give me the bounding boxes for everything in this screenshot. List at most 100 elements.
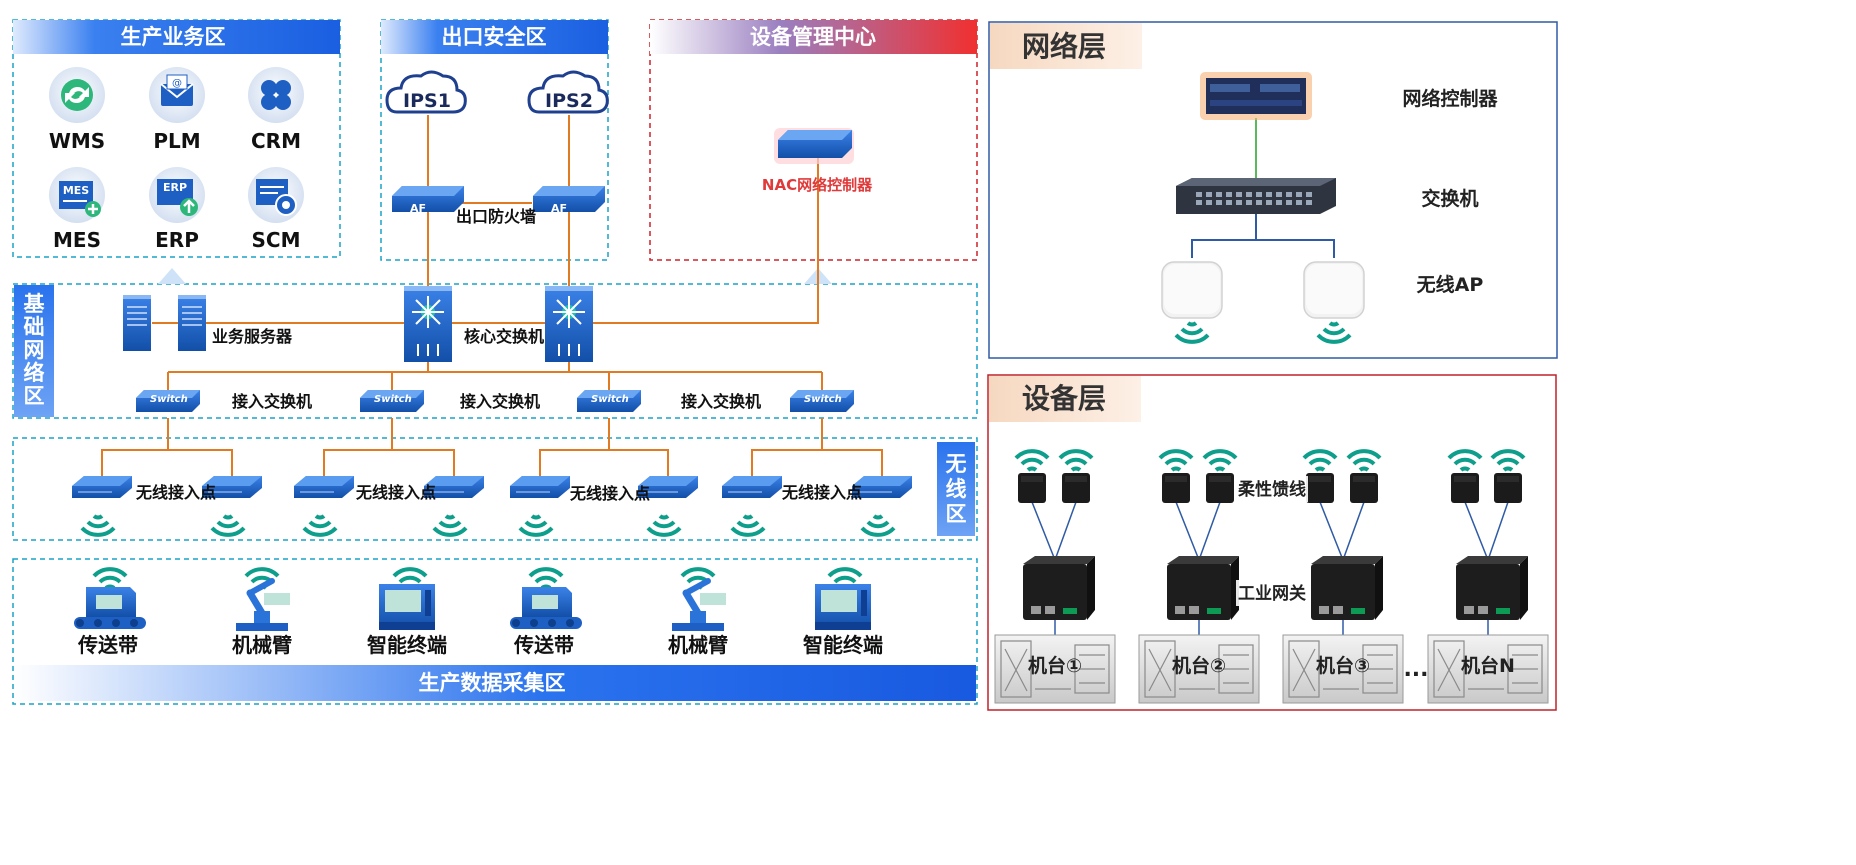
app-label-crm: CRM [251, 129, 301, 153]
app-label-plm: PLM [153, 129, 200, 153]
wireless-char-2: 线 [946, 477, 967, 501]
wifi-icon [80, 514, 116, 537]
smart-terminal-2 [815, 584, 871, 630]
basic-network-char-1: 基 [24, 292, 46, 316]
industrial-gateway [1167, 556, 1239, 620]
ips2-label: IPS2 [545, 90, 593, 112]
machine-label-2: 机台② [1172, 654, 1226, 677]
wireless-ap-3a [509, 475, 571, 499]
basic-network-char-3: 网 [24, 338, 45, 362]
terminal-label-6: 智能终端 [803, 633, 883, 657]
data-collection-zone: 生产数据采集区 [12, 558, 978, 705]
wireless-module [1451, 473, 1479, 503]
device-management-zone: 设备管理中心 [649, 19, 978, 261]
device-column-4 [1427, 449, 1549, 704]
basic-network-char-4: 络 [24, 361, 45, 385]
access-switch-label-3: 接入交换机 [681, 392, 761, 411]
switch-to-ap-links [1191, 214, 1335, 258]
wireless-module [1162, 473, 1190, 503]
wireless-ap-label-3: 无线接入点 [569, 484, 650, 503]
zone-title-data-collection: 生产数据采集区 [419, 671, 566, 695]
core-switch-1 [403, 285, 453, 363]
firewall-2-badge: AF [551, 202, 567, 215]
app-icon-crm [248, 67, 304, 123]
nac-controller [774, 128, 854, 164]
business-server-2 [177, 294, 207, 352]
wifi-icon [432, 514, 468, 537]
network-layer-title: 网络层 [1022, 30, 1106, 63]
robot-arm-2 [672, 581, 726, 631]
network-layer-item-switch: 交换机 [1421, 187, 1478, 210]
wireless-ap-2a [293, 475, 355, 499]
machine-label-n: 机台N [1461, 654, 1515, 677]
firewall-1 [392, 186, 464, 212]
zone-title-egress-security: 出口安全区 [442, 25, 547, 49]
device-layer-title: 设备层 [1022, 382, 1106, 415]
access-switch-label-1: 接入交换机 [232, 392, 312, 411]
industrial-gateway [1311, 556, 1383, 620]
network-layer-item-controller: 网络控制器 [1402, 87, 1498, 110]
wifi-icon [92, 567, 128, 590]
production-business-zone: 生产业务区 [12, 19, 341, 258]
zone-title-production-business: 生产业务区 [121, 25, 226, 49]
network-links [101, 115, 883, 482]
terminal-label-4: 传送带 [513, 633, 574, 657]
basic-network-char-5: 区 [24, 384, 45, 408]
wireless-ap-label-2: 无线接入点 [355, 483, 436, 502]
core-switch-device [1176, 178, 1336, 214]
flex-feeder-label-bg [1236, 476, 1308, 502]
firewall-2 [533, 186, 605, 212]
device-column-3 [1282, 449, 1404, 704]
nac-label: NAC网络控制器 [762, 176, 873, 194]
wireless-ap-device-2 [1303, 261, 1365, 319]
uplink-arrow-business [158, 268, 186, 284]
smart-terminal-1 [379, 584, 435, 630]
wireless-ap-device-1 [1161, 261, 1223, 319]
erp-badge-text: ERP [163, 181, 187, 194]
industrial-gateway [1456, 556, 1528, 620]
switch-badge-2: Switch [374, 394, 412, 405]
machines-ellipsis: ... [1403, 657, 1428, 682]
wireless-module [1206, 473, 1234, 503]
wireless-module [1062, 473, 1090, 503]
wireless-zone: 无 线 区 [12, 437, 978, 541]
business-server-1 [122, 294, 152, 352]
wireless-module [1494, 473, 1522, 503]
device-column-2 [1138, 449, 1260, 704]
terminal-label-5: 机械臂 [668, 633, 728, 657]
wireless-char-3: 区 [946, 502, 967, 526]
switch-badge-1: Switch [150, 394, 188, 405]
app-icon-plm: @ [149, 67, 205, 123]
app-icon-erp: ERP [149, 167, 205, 223]
wireless-ap-4a [721, 475, 783, 499]
terminal-label-3: 智能终端 [367, 633, 447, 657]
network-controller-device [1200, 72, 1312, 120]
app-icon-mes: MES [49, 167, 105, 223]
machine-label-3: 机台③ [1316, 654, 1370, 677]
terminal-label-1: 传送带 [77, 633, 138, 657]
app-icon-wms [49, 67, 105, 123]
app-label-wms: WMS [49, 129, 105, 153]
firewall-label: 出口防火墙 [456, 207, 536, 226]
network-layer-item-ap: 无线AP [1417, 273, 1484, 296]
machine-label-1: 机台① [1028, 654, 1082, 677]
firewall-1-badge: AF [410, 202, 426, 215]
conveyor-2 [510, 587, 582, 629]
core-switch-2 [544, 285, 594, 363]
conveyor-1 [74, 587, 146, 629]
switch-badge-4: Switch [804, 394, 842, 405]
wifi-icon [730, 514, 766, 537]
ips1-label: IPS1 [403, 90, 451, 112]
robot-arm-1 [236, 581, 290, 631]
business-server-label: 业务服务器 [212, 327, 293, 346]
wifi-icon [518, 514, 554, 537]
basic-network-zone: 基 础 网 络 区 [12, 283, 978, 419]
gateway-label: 工业网关 [1238, 583, 1306, 604]
wifi-icon [860, 514, 896, 537]
wifi-icon [528, 567, 564, 590]
core-switch-label: 核心交换机 [464, 327, 544, 346]
wifi-icon [302, 514, 338, 537]
mail-at-glyph: @ [172, 78, 182, 89]
app-icon-scm [248, 167, 304, 223]
